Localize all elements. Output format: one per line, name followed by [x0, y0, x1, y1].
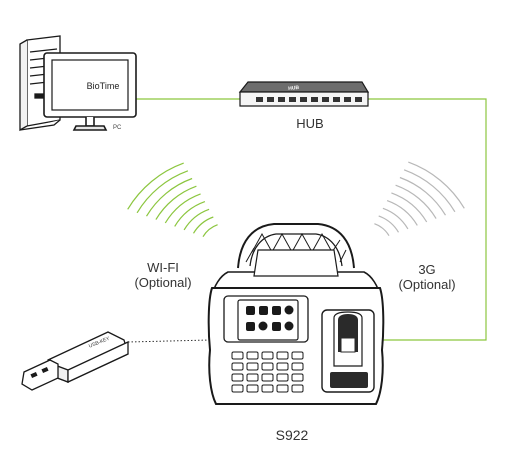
- device-model-label: S922: [275, 427, 309, 443]
- hub-to-device-line: [362, 98, 487, 341]
- wifi-label: WI-FI (Optional): [118, 260, 208, 290]
- biotime-screen-label: BioTime: [86, 81, 120, 91]
- 3g-label-line1: 3G: [418, 262, 436, 277]
- usb-dotted-line: [127, 339, 211, 343]
- wifi-signal-icon: [127, 162, 218, 238]
- 3g-signal-icon: [374, 161, 465, 237]
- wifi-label-line1: WI-FI: [147, 260, 179, 275]
- hub-icon: [238, 81, 370, 107]
- hub-label: HUB: [296, 116, 324, 131]
- s922-device: [207, 223, 385, 405]
- wifi-label-line2: (Optional): [134, 275, 192, 290]
- usb-key-icon: [21, 331, 129, 391]
- monitor-icon: [43, 52, 137, 131]
- hub-brand-label: HUB: [288, 84, 300, 92]
- device-handle: [237, 223, 355, 269]
- 3g-label-line2: (Optional): [398, 277, 456, 292]
- connection-lines: [136, 98, 487, 341]
- pc-label: PC: [113, 125, 122, 131]
- device-keypad: [231, 351, 304, 393]
- 3g-label: 3G (Optional): [384, 262, 470, 292]
